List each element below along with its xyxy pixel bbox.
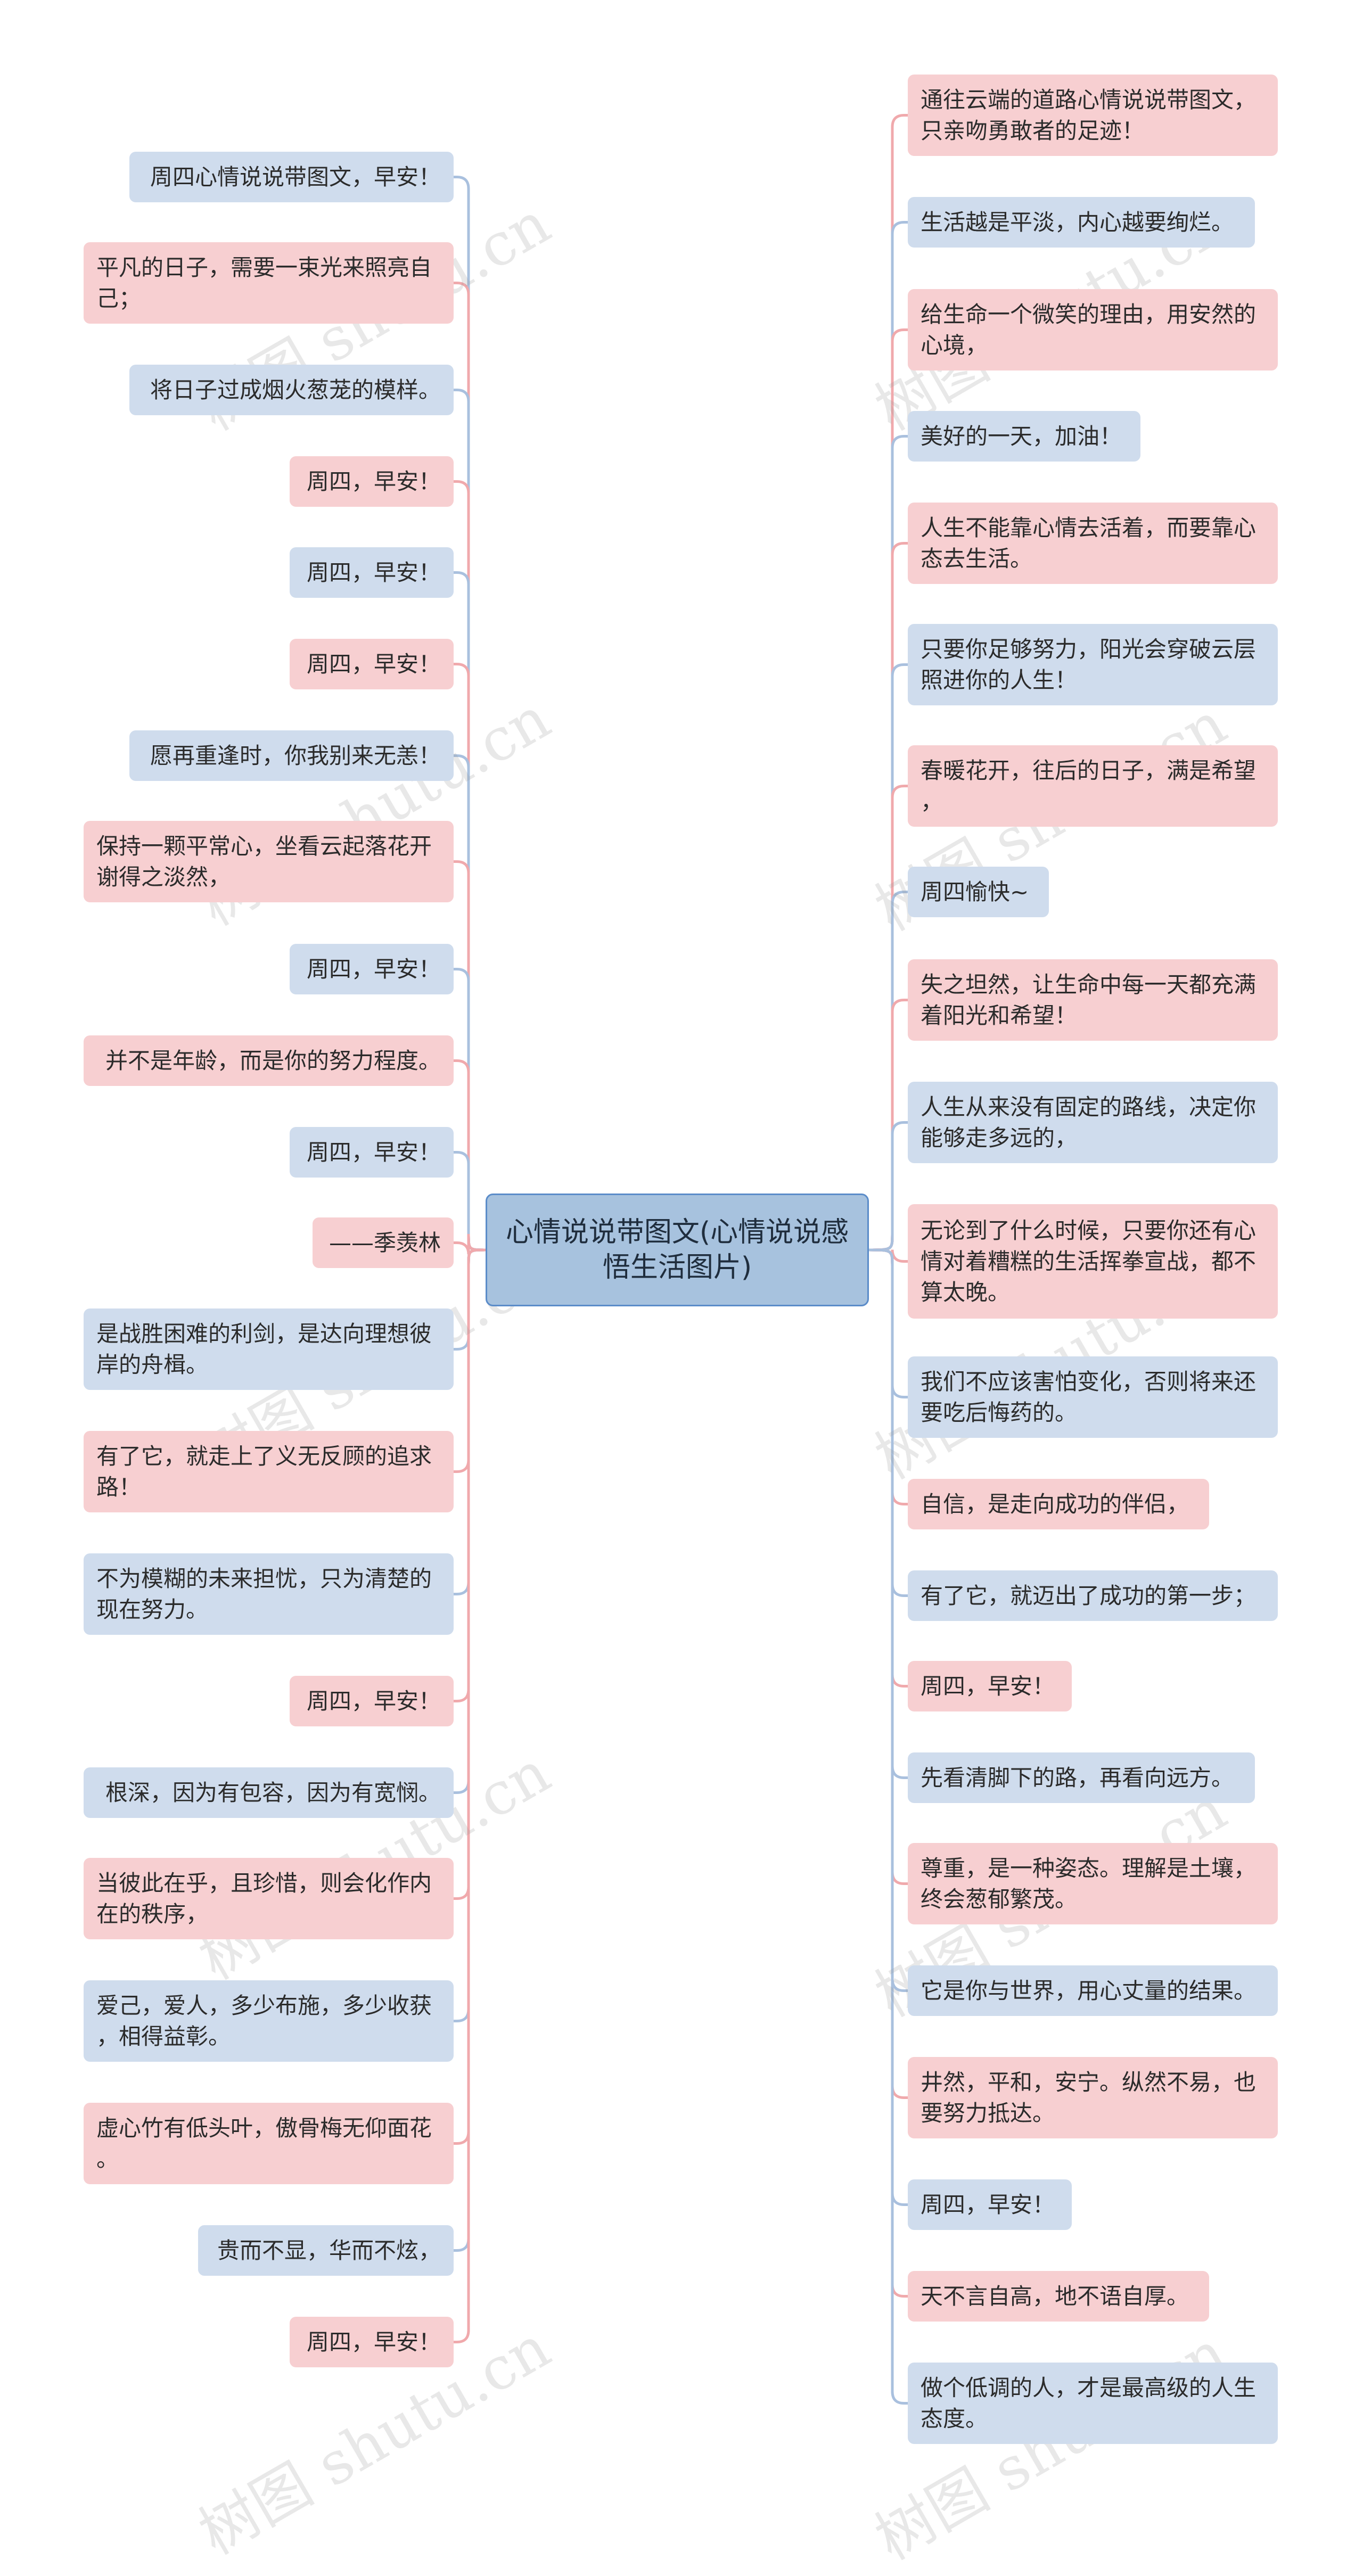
right-node-3[interactable]: 给生命一个微笑的理由，用安然的 心境， [908,289,1278,371]
left-node-19[interactable]: 爱己，爱人，多少布施，多少收获 ，相得益彰。 [84,1980,454,2062]
right-node-16[interactable]: 先看清脚下的路，再看向远方。 [908,1752,1255,1803]
right-node-8[interactable]: 周四愉快~ [908,867,1049,917]
right-node-6[interactable]: 只要你足够努力，阳光会穿破云层 照进你的人生！ [908,624,1278,705]
right-node-22[interactable]: 做个低调的人，才是最高级的人生 态度。 [908,2363,1278,2444]
left-node-8[interactable]: 保持一颗平常心，坐看云起落花开 谢得之淡然， [84,821,454,902]
left-node-21[interactable]: 贵而不显，华而不炫， [198,2225,454,2276]
left-node-1[interactable]: 周四心情说说带图文，早安！ [129,152,454,202]
right-node-4[interactable]: 美好的一天，加油！ [908,411,1140,462]
connector-left-22 [454,1248,486,2343]
connector-right-14 [868,1248,908,1597]
left-node-15[interactable]: 不为模糊的未来担忧，只为清楚的 现在努力。 [84,1553,454,1635]
left-node-16[interactable]: 周四，早安！ [290,1676,454,1726]
left-node-9[interactable]: 周四，早安！ [290,944,454,994]
left-node-5[interactable]: 周四，早安！ [290,547,454,598]
right-node-12[interactable]: 我们不应该害怕变化，否则将来还 要吃后悔药的。 [908,1356,1278,1438]
connector-right-8 [868,891,908,1252]
connector-right-12 [868,1248,908,1398]
connector-right-6 [868,663,908,1252]
right-node-13[interactable]: 自信，是走向成功的伴侣， [908,1479,1209,1529]
connector-right-17 [868,1248,908,1885]
connector-right-4 [868,435,908,1252]
left-node-4[interactable]: 周四，早安！ [290,456,454,507]
right-node-2[interactable]: 生活越是平淡，内心越要绚烂。 [908,197,1255,248]
left-node-17[interactable]: 根深，因为有包容，因为有宽悯。 [84,1767,454,1818]
right-node-5[interactable]: 人生不能靠心情去活着，而要靠心 态去生活。 [908,503,1278,584]
connector-right-13 [868,1248,908,1505]
left-node-12[interactable]: ——季羡林 [313,1217,454,1268]
connector-right-19 [868,1248,908,2099]
right-node-19[interactable]: 井然，平和，安宁。纵然不易，也 要努力抵达。 [908,2057,1278,2138]
left-node-13[interactable]: 是战胜困难的利剑，是达向理想彼 岸的舟楫。 [84,1308,454,1390]
left-node-14[interactable]: 有了它，就走上了义无反顾的追求 路！ [84,1431,454,1512]
connector-right-1 [868,114,908,1252]
connector-right-3 [868,328,908,1252]
right-node-17[interactable]: 尊重，是一种姿态。理解是土壤， 终会葱郁繁茂。 [908,1843,1278,1924]
connector-right-22 [868,1248,908,2405]
left-node-3[interactable]: 将日子过成烟火葱茏的模样。 [129,365,454,415]
left-node-10[interactable]: 并不是年龄，而是你的努力程度。 [84,1035,454,1086]
right-node-1[interactable]: 通往云端的道路心情说说带图文， 只亲吻勇敢者的足迹！ [908,75,1278,156]
left-node-11[interactable]: 周四，早安！ [290,1127,454,1178]
right-node-21[interactable]: 天不言自高，地不语自厚。 [908,2271,1209,2322]
right-node-20[interactable]: 周四，早安！ [908,2179,1072,2230]
right-node-9[interactable]: 失之坦然，让生命中每一天都充满 着阳光和希望！ [908,959,1278,1041]
connector-right-15 [868,1248,908,1688]
right-node-18[interactable]: 它是你与世界，用心丈量的结果。 [908,1965,1278,2016]
right-node-15[interactable]: 周四，早安！ [908,1661,1072,1711]
connector-right-18 [868,1248,908,1992]
right-node-7[interactable]: 春暖花开，往后的日子，满是希望 ， [908,745,1278,827]
right-node-10[interactable]: 人生从来没有固定的路线，决定你 能够走多远的， [908,1082,1278,1163]
left-node-20[interactable]: 虚心竹有低头叶，傲骨梅无仰面花 。 [84,2103,454,2184]
right-node-14[interactable]: 有了它，就迈出了成功的第一步； [908,1570,1278,1621]
left-node-22[interactable]: 周四，早安！ [290,2317,454,2367]
left-node-18[interactable]: 当彼此在乎，且珍惜，则会化作内 在的秩序， [84,1858,454,1939]
left-node-2[interactable]: 平凡的日子，需要一束光来照亮自 己； [84,242,454,324]
connector-right-16 [868,1248,908,1779]
connector-right-9 [868,999,908,1252]
root-topic[interactable]: 心情说说带图文(心情说说感悟生活图片) [486,1194,869,1306]
right-node-11[interactable]: 无论到了什么时候，只要你还有心 情对着糟糕的生活挥拳宣战，都不 算太晚。 [908,1204,1278,1319]
connector-right-10 [868,1121,908,1252]
connector-right-2 [868,221,908,1252]
connector-right-5 [868,542,908,1252]
connector-right-21 [868,1248,908,2298]
connector-right-20 [868,1248,908,2206]
left-node-6[interactable]: 周四，早安！ [290,639,454,689]
left-node-7[interactable]: 愿再重逢时，你我别来无恙！ [129,730,454,781]
connector-right-7 [868,785,908,1252]
